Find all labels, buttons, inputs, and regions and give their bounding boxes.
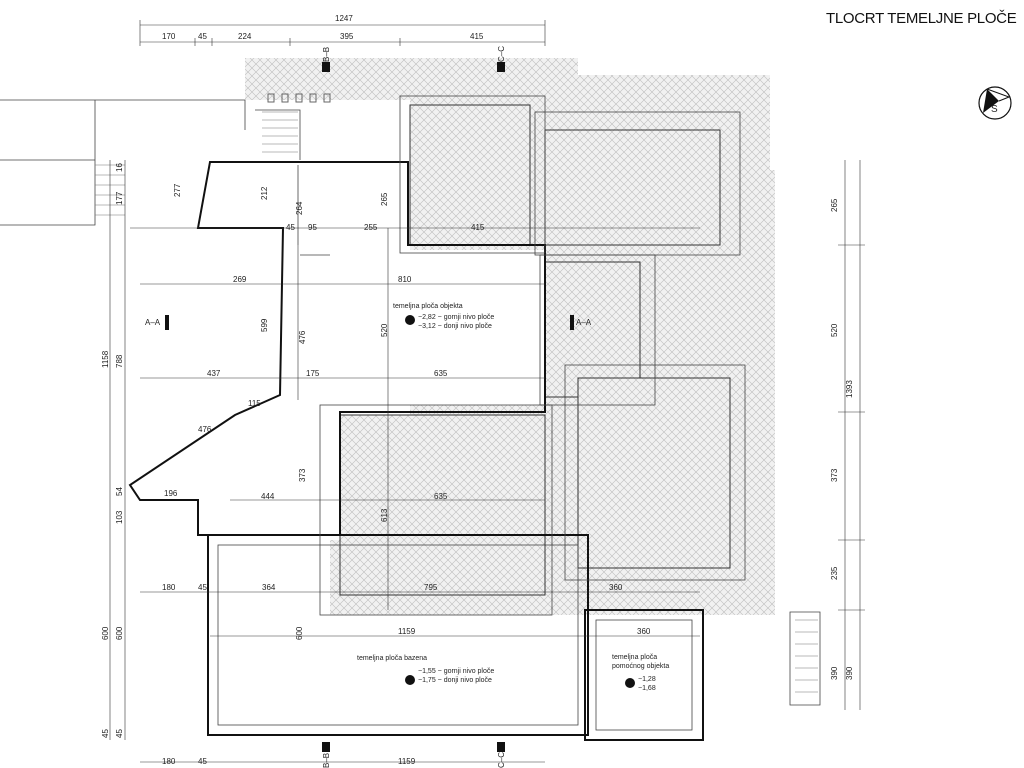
- dim: 415: [471, 223, 485, 232]
- dim: 264: [295, 201, 304, 215]
- dim: 175: [306, 369, 320, 378]
- dim: 520: [380, 323, 389, 337]
- section-a-right: A–A: [576, 318, 592, 327]
- aux-slab-bottom-level: −1,68: [638, 685, 656, 692]
- north-arrow: [978, 86, 1012, 120]
- aux-slab-label: temeljna ploča: [612, 654, 658, 661]
- dim: 1158: [101, 350, 110, 368]
- dim: 1159: [398, 627, 416, 636]
- dim: 265: [380, 192, 389, 206]
- aux-slab-top-level: −1,28: [638, 676, 656, 683]
- pool-slab-top-level: −1,55 − gornji nivo ploče: [418, 668, 495, 675]
- main-slab-top-level: −2,82 − gornji nivo ploče: [418, 314, 495, 321]
- dim: 520: [830, 323, 839, 337]
- dim: 600: [101, 626, 110, 640]
- aux-wall: [584, 609, 704, 741]
- dim: 54: [115, 487, 124, 496]
- dim: 45: [198, 757, 207, 766]
- dim: 390: [845, 666, 854, 680]
- dim: 373: [830, 468, 839, 482]
- pool-slab-bottom-level: −1,75 − donji nivo ploče: [418, 677, 492, 684]
- pool-slab-label: temeljna ploča bazena: [357, 655, 428, 662]
- dim: 600: [115, 626, 124, 640]
- dim: 265: [830, 198, 839, 212]
- slab-hatch: [409, 104, 531, 246]
- dim: 45: [286, 223, 295, 232]
- main-slab-bottom-level: −3,12 − donji nivo ploče: [418, 323, 492, 330]
- aux-slab-label-2: pomoćnog objekta: [612, 663, 670, 670]
- section-a-left: A–A: [145, 318, 161, 327]
- dim: 170: [162, 32, 176, 41]
- dim: 180: [162, 757, 176, 766]
- dim: 599: [260, 318, 269, 332]
- dim: 795: [424, 583, 438, 592]
- dim: 180: [162, 583, 176, 592]
- dim: 45: [198, 32, 207, 41]
- dim: 1247: [335, 14, 353, 23]
- dim: 810: [398, 275, 412, 284]
- dim: 613: [380, 508, 389, 522]
- dim: 277: [173, 183, 182, 197]
- dim: 444: [261, 492, 275, 501]
- main-slab-label: temeljna ploča objekta: [393, 303, 463, 310]
- level-symbols: [405, 315, 635, 688]
- dim: 476: [198, 425, 212, 434]
- dim: 196: [164, 489, 178, 498]
- section-b-top: B–B: [322, 46, 331, 62]
- section-c-bottom: C–C: [497, 751, 506, 768]
- dim: 1159: [398, 757, 416, 766]
- dim: 45: [101, 729, 110, 738]
- dim: 115: [248, 399, 261, 408]
- dim: 395: [340, 32, 354, 41]
- dim: 235: [830, 566, 839, 580]
- dim: 45: [115, 729, 124, 738]
- dim: 415: [470, 32, 484, 41]
- pool-wall: [207, 534, 589, 736]
- dim: 635: [434, 492, 448, 501]
- dim: 269: [233, 275, 247, 284]
- dim: 373: [298, 468, 307, 482]
- main-wall: [128, 161, 546, 536]
- dim: 360: [609, 583, 623, 592]
- drawing-title: TLOCRT TEMELJNE PLOČE: [826, 10, 1017, 27]
- dim: 212: [260, 186, 269, 200]
- dim: 255: [364, 223, 378, 232]
- dim: 437: [207, 369, 221, 378]
- dim: 600: [295, 626, 304, 640]
- dim: 788: [115, 354, 124, 368]
- dim: 635: [434, 369, 448, 378]
- dim: 224: [238, 32, 252, 41]
- dim: 95: [308, 223, 317, 232]
- dim: 45: [198, 583, 207, 592]
- dim: 16: [115, 163, 124, 172]
- section-c-top: C–C: [497, 45, 506, 62]
- dim: 177: [115, 191, 124, 205]
- dim: 364: [262, 583, 276, 592]
- dim: 1393: [845, 380, 854, 398]
- dim: 390: [830, 666, 839, 680]
- dim: 476: [298, 330, 307, 344]
- dim: 360: [637, 627, 651, 636]
- section-b-bottom: B–B: [322, 752, 331, 768]
- compass-label: S: [991, 104, 998, 115]
- dim: 103: [115, 510, 124, 524]
